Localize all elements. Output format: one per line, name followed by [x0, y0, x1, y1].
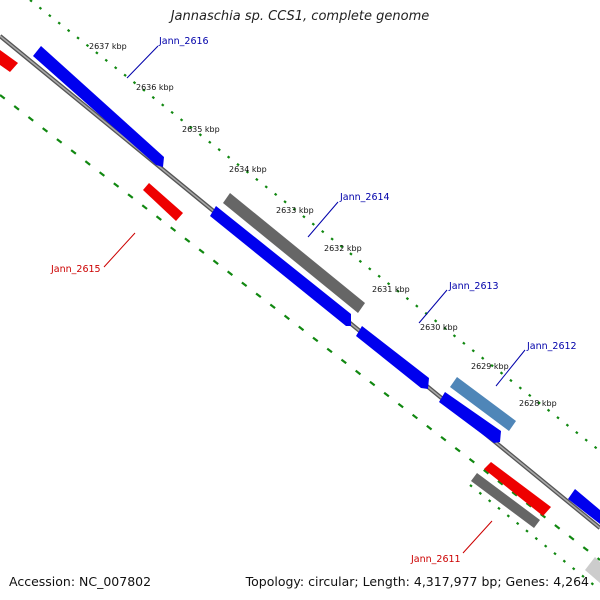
tick-label: 2631 kbp: [372, 285, 410, 294]
feature-grey-upper[interactable]: [223, 193, 365, 313]
accession-label: Accession: NC_007802: [9, 574, 152, 589]
feature-jann-2613[interactable]: [356, 326, 429, 389]
feature-blue-edge-right[interactable]: [568, 489, 600, 524]
gene-label-leaders: [103, 45, 526, 554]
features: [0, 46, 600, 583]
leader-jann-2615: [103, 232, 136, 268]
feature-jann-2614[interactable]: [210, 206, 351, 326]
tick-labels: 2637 kbp 2636 kbp 2635 kbp 2634 kbp 2633…: [89, 42, 557, 408]
gene-labels: Jann_2616 Jann_2615 Jann_2614 Jann_2613 …: [50, 36, 577, 565]
outer-dotted-track: [29, 0, 600, 452]
leader-jann-2616: [126, 45, 159, 79]
leader-jann-2614: [307, 201, 339, 238]
tick-label: 2628 kbp: [519, 399, 557, 408]
tick-label: 2634 kbp: [229, 165, 267, 174]
tick-label: 2636 kbp: [136, 83, 174, 92]
feature-grey-edge-right[interactable]: [585, 557, 600, 583]
leader-jann-2612: [495, 349, 526, 387]
tick-label: 2637 kbp: [89, 42, 127, 51]
feature-jann-2615[interactable]: [143, 183, 183, 221]
feature-jann-2611[interactable]: [484, 462, 551, 516]
leader-jann-2611: [462, 520, 493, 554]
gene-label-jann-2616[interactable]: Jann_2616: [158, 36, 209, 47]
inner-dotted-track: [0, 94, 600, 561]
feature-red-edge-left[interactable]: [0, 50, 18, 72]
tick-label: 2630 kbp: [420, 323, 458, 332]
gene-label-jann-2614[interactable]: Jann_2614: [339, 192, 390, 203]
tick-label: 2633 kbp: [276, 206, 314, 215]
genome-summary: Topology: circular; Length: 4,317,977 bp…: [245, 574, 589, 589]
gene-label-jann-2612[interactable]: Jann_2612: [526, 341, 577, 352]
map-title: Jannaschia sp. CCS1, complete genome: [170, 9, 430, 24]
leader-jann-2613: [418, 289, 448, 324]
tick-label: 2629 kbp: [471, 362, 509, 371]
tick-label: 2632 kbp: [324, 244, 362, 253]
feature-grey-lower[interactable]: [471, 473, 540, 528]
feature-jann-2612[interactable]: [450, 377, 516, 431]
gene-label-jann-2615[interactable]: Jann_2615: [50, 264, 101, 275]
feature-blue-lower[interactable]: [439, 392, 501, 443]
tick-label: 2635 kbp: [182, 125, 220, 134]
feature-jann-2616[interactable]: [33, 46, 164, 167]
gene-label-jann-2613[interactable]: Jann_2613: [448, 281, 499, 292]
gene-label-jann-2611[interactable]: Jann_2611: [410, 554, 461, 565]
